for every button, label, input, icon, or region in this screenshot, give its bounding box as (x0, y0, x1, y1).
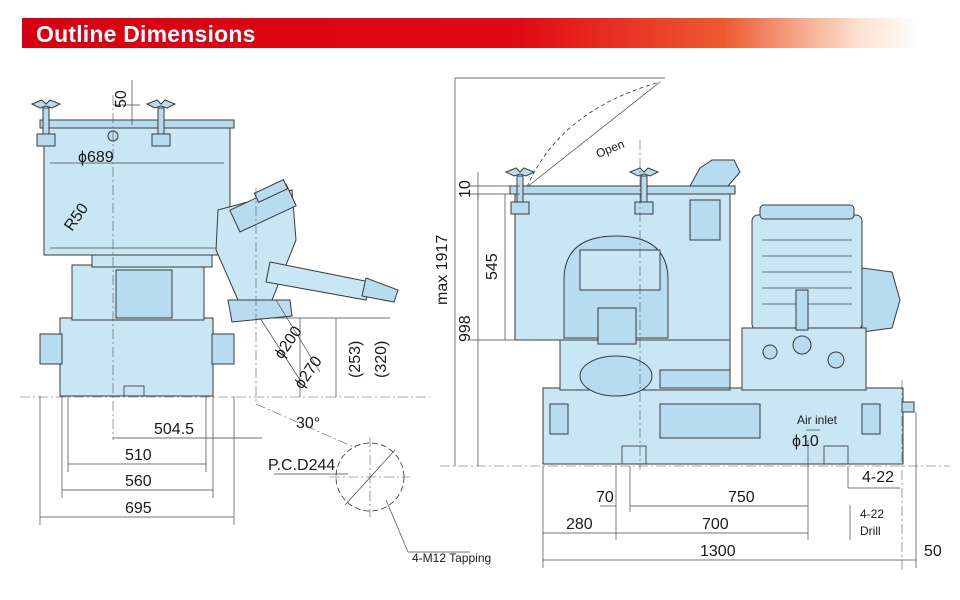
dim-max-1917: max 1917 (434, 235, 451, 305)
air-inlet-port (901, 401, 915, 413)
dim-700: 700 (702, 516, 729, 533)
pcd-label: P.C.D244 (268, 457, 335, 474)
label-phi10: ϕ10 (792, 433, 819, 450)
dim-998: 998 (457, 315, 474, 342)
dim-4-22: 4-22 (862, 469, 894, 486)
dim-30-degrees: 30° (296, 415, 320, 432)
dim-695: 695 (125, 500, 152, 517)
left-base-lug-left (39, 333, 63, 365)
left-motor-housing (115, 269, 173, 319)
left-vessel-lid (39, 119, 235, 129)
label-open: Open (594, 137, 626, 161)
section-banner: Outline Dimensions (22, 18, 922, 48)
drill-label-line1: 4-22 (860, 507, 884, 521)
tapping-label: 4-M12 Tapping (412, 551, 491, 565)
right-vessel-lid (509, 185, 736, 195)
right-hatch-window (579, 249, 661, 291)
left-discharge-chute (215, 179, 399, 323)
left-clamp-2 (145, 99, 177, 147)
left-dimension-lines (39, 80, 390, 525)
dim-50-top: 50 (113, 90, 130, 108)
left-vessel (43, 124, 231, 256)
dim-253: (253) (347, 341, 364, 378)
left-base-slot (123, 385, 145, 397)
right-base-lug-right (861, 403, 881, 435)
drill-label-line2: Drill (860, 524, 881, 538)
dim-diameter-200: ϕ200 (271, 323, 305, 362)
section-title: Outline Dimensions (36, 21, 256, 47)
dim-545: 545 (484, 253, 501, 280)
dim-510: 510 (125, 447, 152, 464)
flange-detail (274, 437, 470, 553)
dim-70: 70 (596, 489, 614, 506)
left-base (59, 317, 214, 397)
dim-560: 560 (125, 473, 152, 490)
dim-50-right: 50 (924, 543, 942, 560)
right-base-panel (659, 403, 761, 439)
right-dimension-lines (454, 77, 917, 568)
left-column-collar (91, 254, 213, 268)
label-air-inlet: Air inlet (797, 413, 838, 427)
right-clamp-2 (628, 167, 660, 215)
left-clamp-1 (30, 99, 62, 147)
dim-diameter-689: ϕ689 (78, 149, 114, 166)
right-valve-block (597, 307, 637, 345)
dim-diameter-270: ϕ270 (291, 353, 325, 392)
motor-terminal-box (861, 267, 901, 333)
left-base-lug-right (211, 333, 235, 365)
right-machine-view (440, 81, 950, 570)
right-clamp-1 (504, 167, 536, 215)
left-30deg-line (255, 403, 357, 449)
dim-320: (320) (373, 341, 390, 378)
dim-10: 10 (457, 180, 474, 198)
left-machine-view (20, 95, 430, 449)
right-base-lug-left (549, 403, 569, 435)
dim-504-5: 504.5 (154, 421, 194, 438)
dim-750: 750 (728, 489, 755, 506)
dim-280: 280 (566, 516, 593, 533)
lid-hinge (689, 159, 741, 187)
right-discharge-port (579, 355, 653, 397)
dim-1300: 1300 (700, 543, 736, 560)
